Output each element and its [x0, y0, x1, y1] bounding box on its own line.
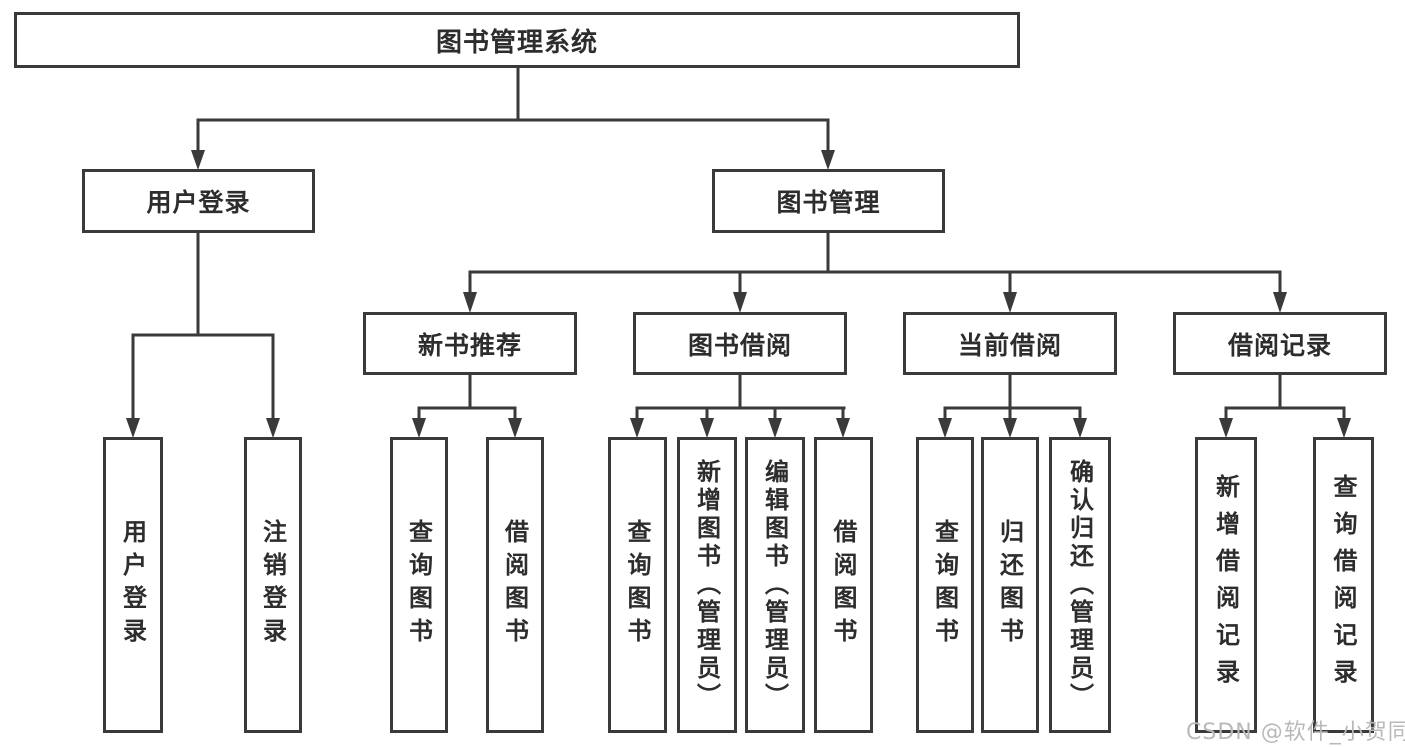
leaf-recommend-borrow-books: 借阅图书	[486, 437, 544, 733]
leaf-confirm-return-admin-label: 确认归还（管理员）	[1065, 459, 1094, 711]
leaf-user-login-label: 用户登录	[118, 519, 147, 651]
leaf-recommend-borrow-books-label: 借阅图书	[500, 519, 529, 651]
leaf-confirm-return-admin: 确认归还（管理员）	[1049, 437, 1111, 733]
leaf-recommend-query-books: 查询图书	[390, 437, 448, 733]
node-book-management-label: 图书管理	[776, 188, 881, 217]
node-user-login-label: 用户登录	[146, 188, 251, 217]
node-root-label: 图书管理系统	[435, 27, 598, 58]
leaf-add-books-admin: 新增图书（管理员）	[677, 437, 737, 733]
node-current-borrow: 当前借阅	[903, 312, 1117, 375]
node-current-borrow-label: 当前借阅	[957, 330, 1062, 360]
node-book-borrow: 图书借阅	[633, 312, 847, 375]
leaf-current-query-books-label: 查询图书	[930, 519, 959, 651]
leaf-add-borrow-record-label: 新增借阅记录	[1211, 474, 1240, 696]
leaf-query-borrow-record: 查询借阅记录	[1313, 437, 1374, 733]
leaf-borrow-books: 借阅图书	[814, 437, 873, 733]
leaf-logout-label: 注销登录	[258, 519, 287, 651]
leaf-borrow-query-books: 查询图书	[608, 437, 667, 733]
watermark: CSDN @软件_小贺同学	[1186, 720, 1405, 745]
leaf-query-borrow-record-label: 查询借阅记录	[1329, 474, 1357, 696]
leaf-return-books-label: 归还图书	[995, 519, 1024, 651]
node-root: 图书管理系统	[14, 12, 1020, 68]
node-book-borrow-label: 图书借阅	[687, 330, 792, 360]
leaf-logout: 注销登录	[244, 437, 302, 733]
node-new-book-recommend: 新书推荐	[363, 312, 577, 375]
leaf-user-login: 用户登录	[103, 437, 163, 733]
leaf-current-query-books: 查询图书	[916, 437, 974, 733]
leaf-edit-books-admin: 编辑图书（管理员）	[745, 437, 805, 733]
node-user-login: 用户登录	[82, 169, 315, 233]
node-borrow-records: 借阅记录	[1173, 312, 1387, 375]
leaf-add-books-admin-label: 新增图书（管理员）	[692, 459, 721, 711]
leaf-borrow-query-books-label: 查询图书	[623, 519, 651, 651]
node-new-book-recommend-label: 新书推荐	[417, 330, 522, 360]
leaf-return-books: 归还图书	[981, 437, 1039, 733]
node-borrow-records-label: 借阅记录	[1227, 330, 1332, 360]
node-book-management: 图书管理	[712, 169, 945, 233]
leaf-recommend-query-books-label: 查询图书	[404, 519, 433, 651]
leaf-edit-books-admin-label: 编辑图书（管理员）	[760, 459, 789, 711]
leaf-borrow-books-label: 借阅图书	[829, 519, 857, 651]
leaf-add-borrow-record: 新增借阅记录	[1195, 437, 1257, 733]
